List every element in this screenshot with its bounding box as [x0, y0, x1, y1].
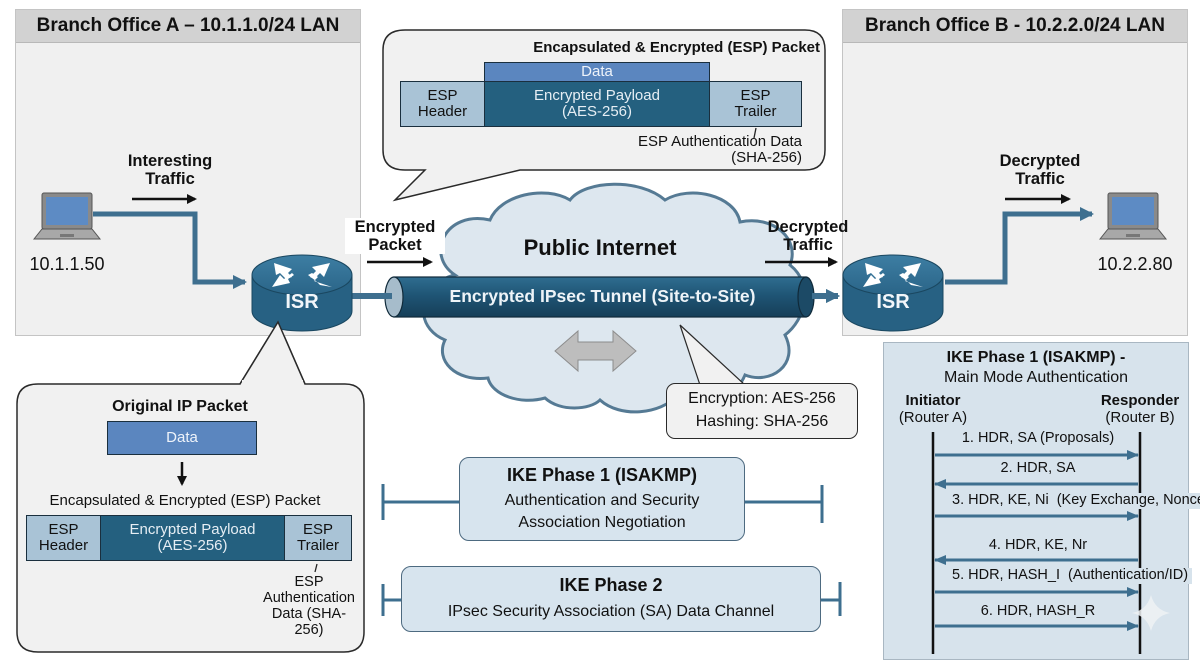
- lan-b-link-overlay: [945, 207, 1094, 285]
- encrypted-packet-label: Encrypted Packet: [345, 218, 445, 255]
- laptop-b-icon[interactable]: [1098, 192, 1168, 240]
- lan-a-link-overlay: [93, 211, 247, 289]
- phase1-title: IKE Phase 1 (ISAKMP): [506, 465, 698, 485]
- message-label-2: 2. HDR, SA: [945, 460, 1131, 477]
- bidirectional-arrow-icon: [554, 329, 637, 373]
- initiator-label: Initiator (Router A): [898, 392, 968, 426]
- host-b-ip: 10.2.2.80: [1097, 254, 1173, 274]
- router-a-icon[interactable]: [251, 254, 353, 332]
- top-callout-title: Encapsulated & Encrypted (ESP) Packet: [533, 39, 820, 56]
- branch-office-a-title: Branch Office A – 10.1.1.0/24 LAN: [16, 10, 360, 43]
- top-auth-pointer: [753, 127, 757, 139]
- decrypted-traffic-lan-label: Decrypted Traffic: [999, 152, 1081, 189]
- router-a-label: ISR: [285, 291, 319, 313]
- sequence-title: IKE Phase 1 (ISAKMP) -: [946, 349, 1126, 366]
- crypto-callout: Encryption: AES-256 Hashing: SHA-256: [666, 383, 858, 439]
- message-text: 3. HDR, KE, Ni: [948, 492, 1053, 509]
- message-text: 2. HDR, SA: [1000, 460, 1076, 476]
- top-encrypted-payload: Encrypted Payload(AES-256): [484, 81, 710, 127]
- tail-mask: [242, 380, 303, 388]
- bottom-auth-pointer: [314, 563, 318, 573]
- branch-office-b-title: Branch Office B - 10.2.2.0/24 LAN: [843, 10, 1187, 43]
- ipsec-tunnel: [384, 276, 815, 318]
- message-label-4: 4. HDR, KE, Nr: [945, 537, 1131, 554]
- phase1-desc-line2: Association Negotiation: [518, 514, 686, 531]
- laptop-a-icon[interactable]: [32, 192, 102, 240]
- phase1-desc-line1: Authentication and Security: [504, 492, 700, 509]
- responder-label: Responder (Router B): [1100, 392, 1180, 426]
- phase2-title: IKE Phase 2: [559, 575, 663, 595]
- message-text: 4. HDR, KE, Nr: [988, 537, 1088, 553]
- hashing-algorithm: Hashing: SHA-256: [695, 413, 829, 430]
- branch-office-b-panel: Branch Office B - 10.2.2.0/24 LAN: [842, 9, 1188, 156]
- ike-phase2-box: IKE Phase 2 IPsec Security Association (…: [401, 566, 821, 632]
- message-text: 6. HDR, HASH_R: [980, 603, 1096, 619]
- bottom-callout-tail: [239, 320, 306, 385]
- phase2-bracket: [381, 582, 842, 616]
- message-label-1: 1. HDR, SA (Proposals): [945, 430, 1131, 447]
- decrypted-traffic-wan-label: Decrypted Traffic: [767, 218, 849, 255]
- top-auth-data: ESP Authentication Data (SHA-256): [637, 133, 802, 167]
- message-text: 1. HDR, SA (Proposals): [961, 430, 1115, 446]
- ike-phase1-box: IKE Phase 1 (ISAKMP) Authentication and …: [459, 457, 745, 541]
- phase1-bracket: [381, 484, 824, 523]
- host-a-ip: 10.1.1.50: [29, 254, 105, 274]
- interesting-traffic-label: Interesting Traffic: [127, 152, 213, 189]
- message-label-6: 6. HDR, HASH_R: [945, 603, 1131, 620]
- bottom-callout-bubble: [16, 320, 365, 653]
- phase2-desc: IPsec Security Association (SA) Data Cha…: [447, 603, 775, 620]
- router-b-label: ISR: [876, 291, 910, 313]
- message-text: (Key Exchange, Nonce): [1052, 492, 1200, 509]
- message-label-5: 5. HDR, HASH_I(Authentication/ID): [945, 567, 1193, 584]
- sparkle-icon: [1132, 595, 1170, 631]
- sequence-subtitle: Main Mode Authentication: [943, 369, 1129, 386]
- router-b-icon[interactable]: [842, 254, 944, 332]
- bottom-auth-data: ESP Authentication Data (SHA- 256): [263, 574, 355, 638]
- bottom-callout-subtitle: Encapsulated & Encrypted (ESP) Packet: [49, 492, 321, 509]
- bottom-data-block: Data: [107, 421, 257, 455]
- message-label-3: 3. HDR, KE, Ni(Key Exchange, Nonce): [945, 492, 1200, 509]
- tunnel-label: Encrypted IPsec Tunnel (Site-to-Site): [449, 286, 756, 306]
- branch-office-a-panel: Branch Office A – 10.1.1.0/24 LAN: [15, 9, 361, 156]
- bottom-encrypted-payload: Encrypted Payload(AES-256): [100, 515, 285, 561]
- cloud-title: Public Internet: [523, 235, 677, 260]
- message-text: (Authentication/ID): [1063, 567, 1193, 584]
- message-text: 5. HDR, HASH_I: [948, 567, 1064, 584]
- bottom-callout-title: Original IP Packet: [112, 398, 248, 415]
- encryption-algorithm: Encryption: AES-256: [688, 390, 836, 407]
